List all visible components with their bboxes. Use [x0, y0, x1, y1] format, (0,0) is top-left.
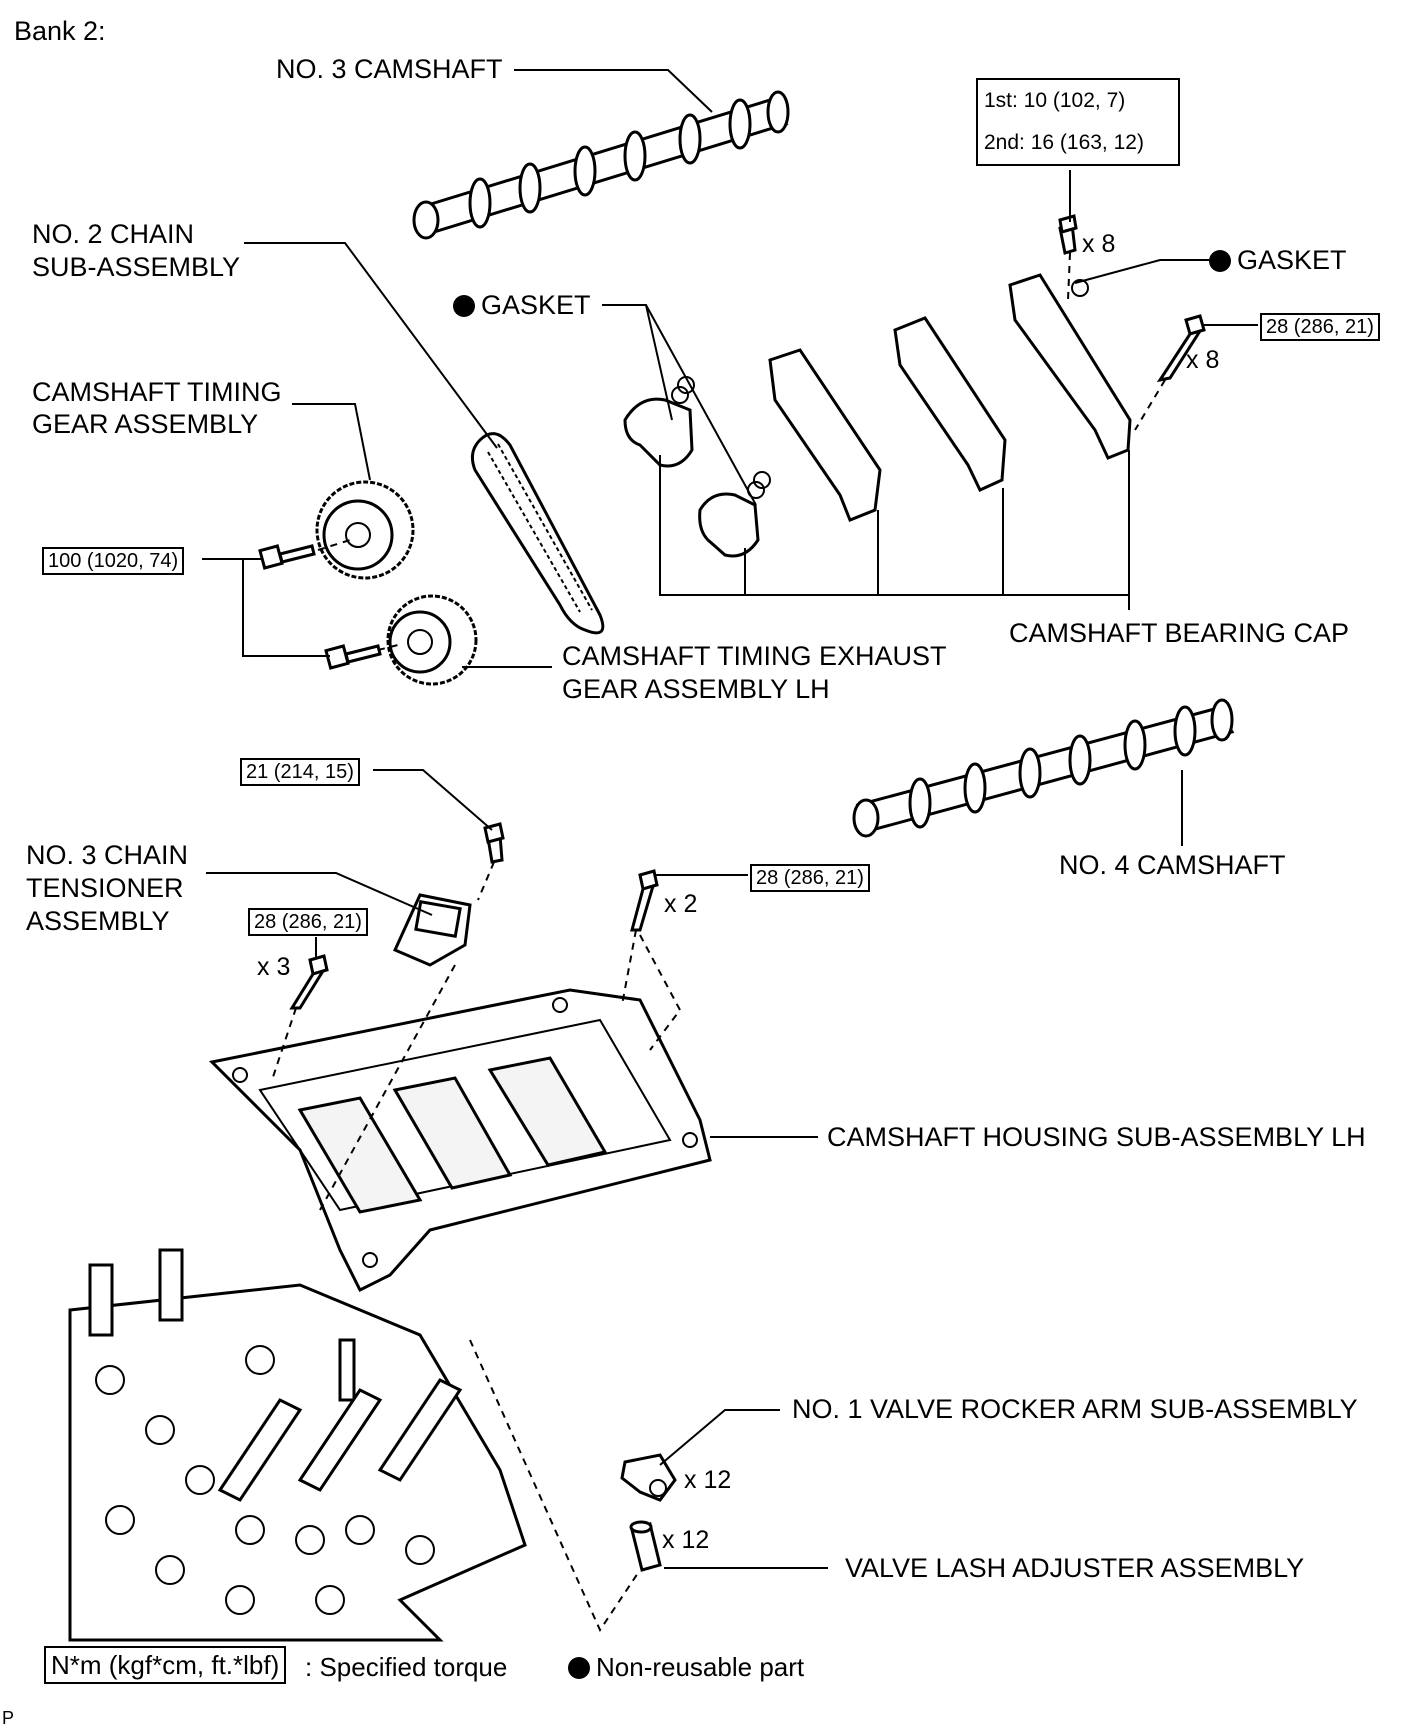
label-no4-camshaft: NO. 4 CAMSHAFT — [1059, 850, 1286, 880]
torque-box-tensioner-bolt: 21 (214, 15) — [240, 758, 360, 786]
gasket-right-text: GASKET — [1237, 245, 1347, 275]
label-housing: CAMSHAFT HOUSING SUB-ASSEMBLY LH — [827, 1122, 1366, 1152]
cylinder-head-drawing — [68, 1248, 527, 1642]
gear-bolts-drawing — [258, 544, 382, 670]
label-no2-chain-line2: SUB-ASSEMBLY — [32, 252, 241, 282]
label-lash-adjuster: VALVE LASH ADJUSTER ASSEMBLY — [845, 1553, 1305, 1583]
page-heading: Bank 2: — [14, 16, 106, 46]
tensioner-drawing — [393, 822, 505, 967]
camshaft-housing-drawing — [208, 988, 712, 1293]
no3-camshaft-drawing — [412, 90, 790, 240]
label-exhaust-gear-line2: GEAR ASSEMBLY LH — [562, 674, 830, 704]
torque-box-bearing-cap: 1st: 10 (102, 7) 2nd: 16 (163, 12) — [976, 78, 1180, 166]
label-tensioner-line2: TENSIONER — [26, 873, 184, 903]
no4-camshaft-drawing — [852, 698, 1235, 838]
label-tensioner-line3: ASSEMBLY — [26, 906, 170, 936]
legend-nonreusable-text: Non-reusable part — [596, 1652, 805, 1682]
nonreusable-dot-icon — [1209, 250, 1231, 272]
label-tensioner-line1: NO. 3 CHAIN — [26, 840, 189, 870]
torque-box-housing-bolt-b: 28 (286, 21) — [248, 908, 368, 936]
exhaust-gear-drawing — [386, 594, 478, 686]
cap-bolts-drawing — [1058, 214, 1206, 383]
label-no2-chain-line1: NO. 2 CHAIN — [32, 219, 195, 249]
legend-torque-desc: : Specified torque — [305, 1652, 508, 1682]
lash-adjuster-drawing — [629, 1520, 662, 1572]
label-rocker-arm: NO. 1 VALVE ROCKER ARM SUB-ASSEMBLY — [792, 1394, 1358, 1424]
label-timing-gear-line2: GEAR ASSEMBLY — [32, 409, 259, 439]
footer-mark: P — [2, 1708, 15, 1728]
gasket-left-text: GASKET — [481, 290, 591, 320]
leader-lines — [202, 69, 1258, 1569]
no2-chain-drawing — [470, 432, 605, 635]
rocker-arm-drawing — [620, 1453, 677, 1502]
label-timing-gear-line1: CAMSHAFT TIMING — [32, 377, 282, 407]
bearing-caps-drawing — [623, 273, 1132, 558]
alignment-lines — [271, 252, 1166, 1633]
torque-first-step: 1st: 10 (102, 7) — [984, 89, 1126, 112]
legend-nonreusable: Non-reusable part — [568, 1651, 804, 1684]
timing-gear-drawing — [315, 480, 415, 580]
nonreusable-dot-icon — [453, 295, 475, 317]
legend-torque-key: N*m (kgf*cm, ft.*lbf) — [44, 1646, 287, 1684]
nonreusable-dot-icon — [568, 1657, 590, 1679]
qty-housing-bolts-a: x 2 — [664, 890, 698, 918]
qty-lash-adjusters: x 12 — [662, 1526, 710, 1554]
qty-rocker-arms: x 12 — [684, 1466, 732, 1494]
label-gasket-right: GASKET — [1209, 244, 1347, 277]
label-gasket-left: GASKET — [453, 289, 591, 322]
qty-housing-bolts-b: x 3 — [257, 953, 291, 981]
qty-cap-bolts-outer: x 8 — [1186, 346, 1220, 374]
torque-box-cap-bolt-outer: 28 (286, 21) — [1260, 313, 1380, 341]
qty-cap-bolts-inner: x 8 — [1082, 230, 1116, 258]
torque-second-step: 2nd: 16 (163, 12) — [984, 131, 1144, 154]
torque-box-housing-bolt-a: 28 (286, 21) — [750, 864, 870, 892]
label-exhaust-gear-line1: CAMSHAFT TIMING EXHAUST — [562, 641, 947, 671]
label-no3-camshaft: NO. 3 CAMSHAFT — [276, 54, 503, 84]
label-bearing-cap: CAMSHAFT BEARING CAP — [1009, 618, 1350, 648]
torque-box-gear-bolt: 100 (1020, 74) — [42, 547, 185, 575]
housing-bolts-drawing — [289, 869, 659, 1010]
